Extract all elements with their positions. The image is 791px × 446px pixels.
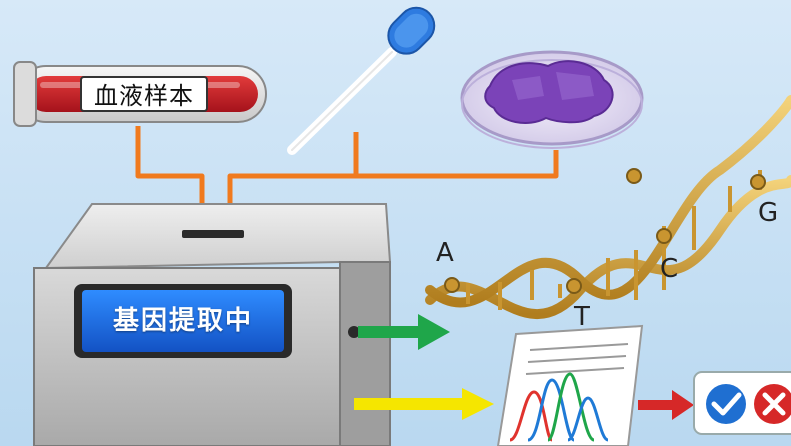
sequencing-report [496, 324, 644, 446]
yellow-arrow [354, 388, 494, 420]
dna-double-helix [425, 95, 791, 319]
dna-base-t: T [574, 302, 590, 332]
cotton-swab [287, 6, 436, 155]
sample-slot [182, 230, 244, 238]
dna-base-a: A [436, 238, 454, 268]
red-arrow [638, 390, 694, 420]
output-port [348, 326, 360, 338]
cross-icon [754, 384, 791, 424]
check-icon [706, 384, 746, 424]
petri-dish [460, 50, 644, 149]
machine-screen [82, 290, 284, 352]
gene-extraction-machine [33, 203, 392, 446]
dna-base-g: G [758, 198, 779, 228]
screen-status-text: 基因提取中 [112, 306, 253, 336]
green-arrow [358, 314, 450, 350]
result-panel [693, 371, 791, 435]
dna-base-c: C [660, 254, 679, 284]
blood-sample-label: 血液样本 [80, 76, 208, 112]
